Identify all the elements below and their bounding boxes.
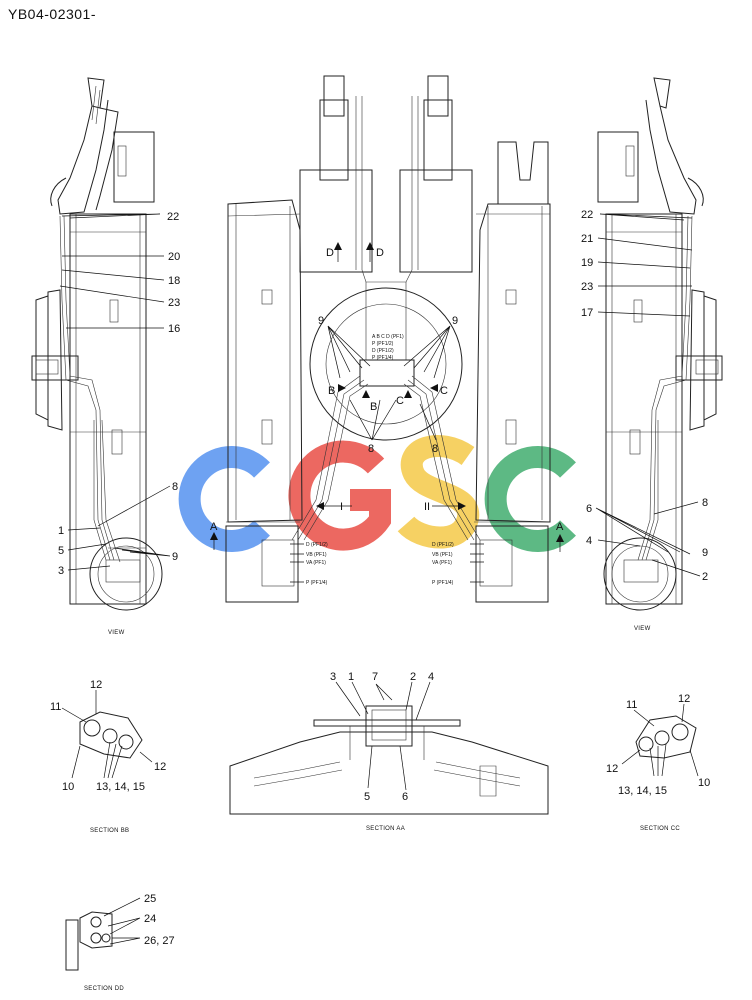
bb-callout-10: 10	[62, 781, 74, 793]
port-left-va: VA (PF1)	[306, 560, 326, 566]
svg-text:D: D	[326, 247, 334, 259]
center-note-line-3: D (PF1/2)	[372, 348, 394, 354]
left-callout-18: 18	[168, 275, 180, 287]
section-arrow-c-mid: C	[396, 390, 412, 407]
section-bb: 12 11 12 10 13, 14, 15 SECTION BB	[50, 679, 166, 834]
aa-callout-4: 4	[428, 671, 434, 683]
watermark	[178, 435, 576, 552]
dd-callout-24: 24	[144, 913, 156, 925]
left-callout-3: 3	[58, 565, 64, 577]
watermark-letter-g	[288, 440, 391, 551]
bb-callout-12-top: 12	[90, 679, 102, 691]
section-cc-caption: SECTION CC	[640, 826, 680, 832]
section-arrow-d-left: D	[326, 242, 342, 262]
center-note-line-1: A B C D (PF1)	[372, 334, 404, 340]
right-callout-6: 6	[586, 503, 592, 515]
cc-callout-12-left: 12	[606, 763, 618, 775]
left-view: 22 20 18 23 16 8 1 5 3 9 VIEW	[31, 77, 180, 636]
left-callout-1: 1	[58, 525, 64, 537]
dd-callout-26-27: 26, 27	[144, 935, 175, 947]
watermark-letter-s	[397, 435, 480, 549]
left-callout-20: 20	[168, 251, 180, 263]
section-arrow-b-mid: B	[362, 390, 377, 413]
main-callout-8-left: 8	[368, 443, 374, 455]
svg-text:I: I	[340, 501, 343, 513]
cc-callout-12-top: 12	[678, 693, 690, 705]
left-callout-23: 23	[168, 297, 180, 309]
port-right-p: P (PF1/4)	[432, 580, 454, 586]
aa-callout-6: 6	[402, 791, 408, 803]
aa-callout-2: 2	[410, 671, 416, 683]
center-note-line-2: P (PF1/2)	[372, 341, 394, 347]
left-callout-16: 16	[168, 323, 180, 335]
svg-text:C: C	[440, 385, 448, 397]
section-arrow-c-right: C	[430, 384, 448, 397]
svg-text:B: B	[370, 401, 377, 413]
port-left-vb: VB (PF1)	[306, 552, 327, 558]
bb-callout-12-right: 12	[154, 761, 166, 773]
main-callout-9-right: 9	[452, 315, 458, 327]
main-callout-9-left: 9	[318, 315, 324, 327]
cc-callout-11: 11	[626, 699, 637, 711]
section-dd: 25 24 26, 27 SECTION DD	[65, 893, 175, 992]
aa-callout-1: 1	[348, 671, 354, 683]
left-callout-9: 9	[172, 551, 178, 563]
bb-callout-13-14-15: 13, 14, 15	[96, 781, 145, 793]
right-view-caption: VIEW	[634, 626, 651, 632]
port-right-d: D (PF1/2)	[432, 542, 454, 548]
aa-callout-3: 3	[330, 671, 336, 683]
section-arrow-d-right: D	[366, 242, 384, 262]
cc-callout-13-14-15: 13, 14, 15	[618, 785, 667, 797]
main-callout-8-right: 8	[432, 443, 438, 455]
right-callout-9: 9	[702, 547, 708, 559]
section-aa-caption: SECTION AA	[366, 826, 405, 832]
section-arrow-a-right: A	[556, 521, 564, 552]
right-view: 22 21 19 23 17 8 6 4 9 2 VIEW	[581, 77, 723, 632]
aa-callout-5: 5	[364, 791, 370, 803]
center-note-line-4: P (PF1/4)	[372, 355, 394, 361]
svg-text:B: B	[328, 385, 335, 397]
left-callout-22: 22	[167, 211, 179, 223]
flow-mark-left: I	[316, 501, 352, 513]
right-callout-4: 4	[586, 535, 592, 547]
document-code: YB04-02301-	[8, 6, 97, 22]
right-callout-17: 17	[581, 307, 593, 319]
port-left-p: P (PF1/4)	[306, 580, 328, 586]
svg-text:A: A	[210, 521, 218, 533]
section-cc: 11 12 12 13, 14, 15 10 SECTION CC	[606, 693, 710, 832]
left-view-caption: VIEW	[108, 630, 125, 636]
bb-callout-11: 11	[50, 701, 61, 713]
section-bb-caption: SECTION BB	[90, 828, 129, 834]
section-aa: 3 1 7 2 4 5 6 SECTION AA	[229, 671, 549, 832]
flow-mark-right: II	[424, 501, 466, 513]
right-callout-8: 8	[702, 497, 708, 509]
svg-text:D: D	[376, 247, 384, 259]
section-arrow-a-left: A	[210, 521, 218, 550]
right-callout-21: 21	[581, 233, 593, 245]
svg-text:II: II	[424, 501, 430, 513]
left-callout-8: 8	[172, 481, 178, 493]
right-callout-2: 2	[702, 571, 708, 583]
section-arrow-b-left: B	[328, 384, 346, 397]
svg-text:A: A	[556, 521, 564, 533]
section-dd-caption: SECTION DD	[84, 986, 124, 992]
left-callout-5: 5	[58, 545, 64, 557]
right-callout-23: 23	[581, 281, 593, 293]
dd-callout-25: 25	[144, 893, 156, 905]
port-left-d: D (PF1/2)	[306, 542, 328, 548]
aa-callout-7: 7	[372, 671, 378, 683]
port-right-va: VA (PF1)	[432, 560, 452, 566]
main-view: A B C D (PF1) P (PF1/2) D (PF1/2) P (PF1…	[210, 75, 564, 603]
right-callout-22: 22	[581, 209, 593, 221]
cc-callout-10: 10	[698, 777, 710, 789]
right-callout-19: 19	[581, 257, 593, 269]
svg-text:C: C	[396, 395, 404, 407]
port-right-vb: VB (PF1)	[432, 552, 453, 558]
